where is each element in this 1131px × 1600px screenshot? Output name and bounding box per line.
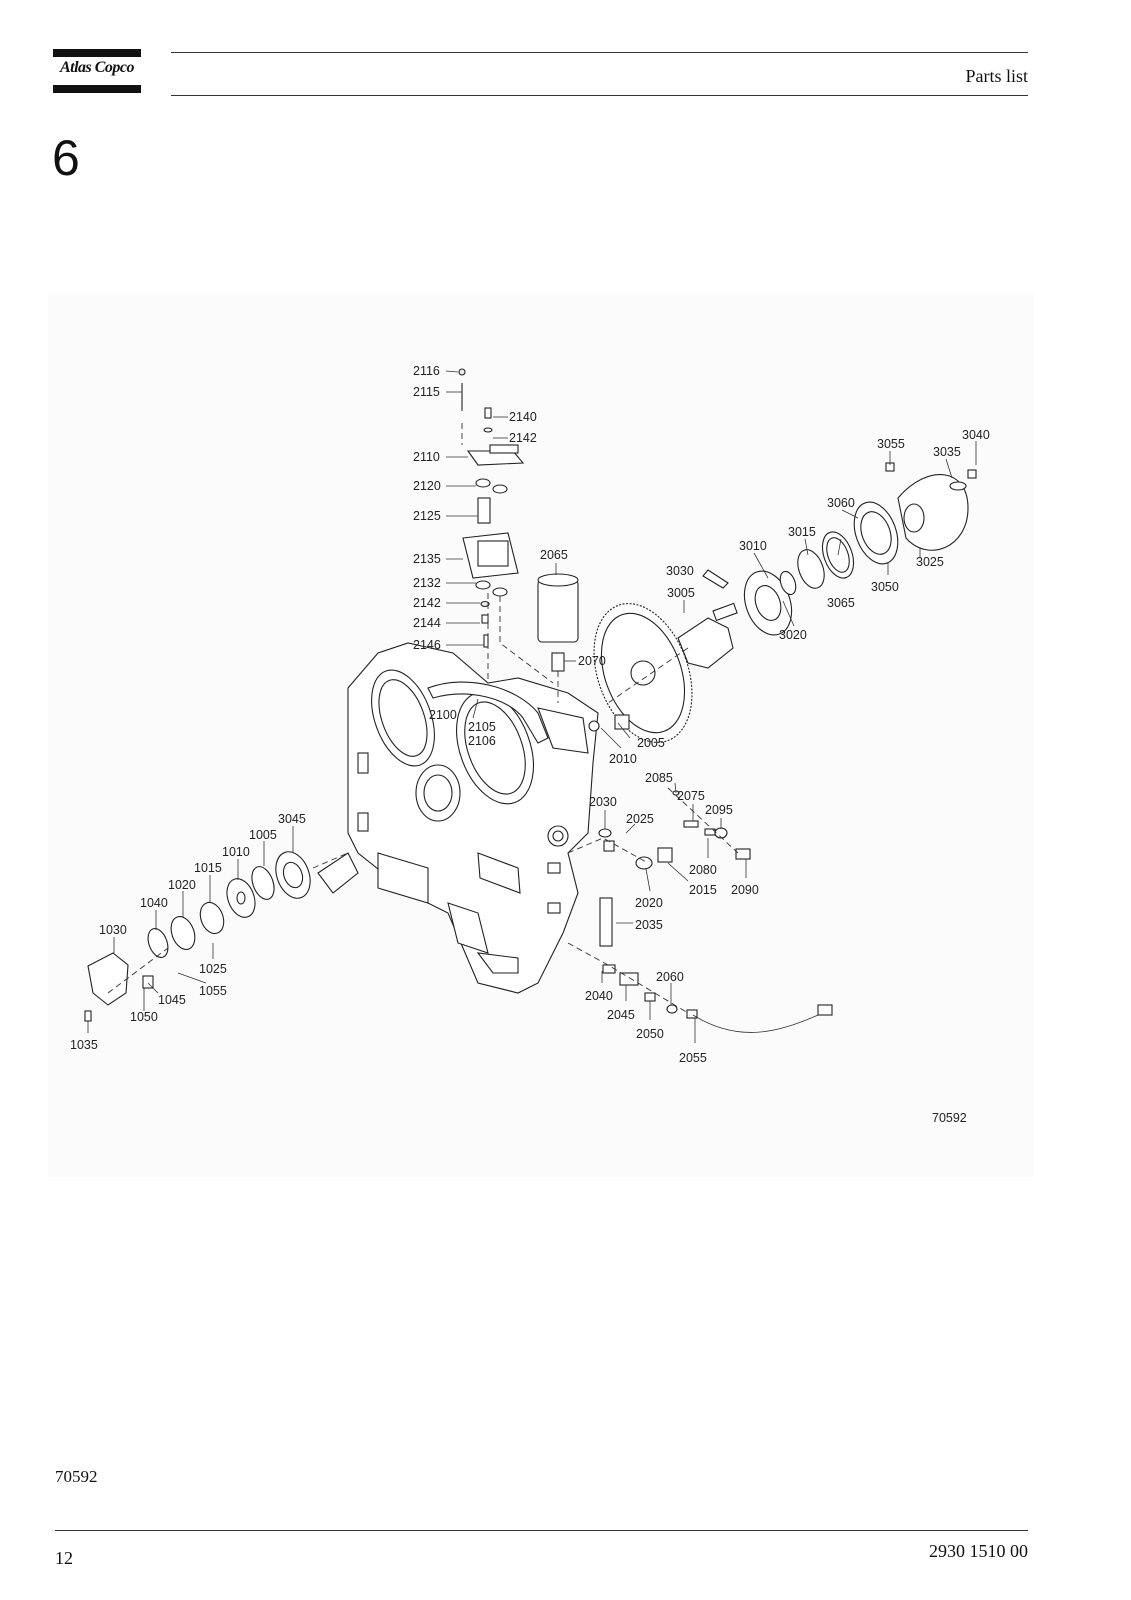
callout-1050: 1050 (130, 1010, 158, 1024)
callout-3045: 3045 (278, 812, 306, 826)
callout-3065: 3065 (827, 596, 855, 610)
callout-3035: 3035 (933, 445, 961, 459)
callout-3055: 3055 (877, 437, 905, 451)
callout-2045: 2045 (607, 1008, 635, 1022)
callout-3005: 3005 (667, 586, 695, 600)
callout-2125: 2125 (413, 509, 441, 523)
callout-2095: 2095 (705, 803, 733, 817)
breather-assembly (458, 368, 525, 648)
atlas-copco-logo: Atlas Copco (53, 49, 141, 94)
section-number: 6 (52, 130, 80, 186)
callout-2090: 2090 (731, 883, 759, 897)
callout-1045: 1045 (158, 993, 186, 1007)
right-small-parts (588, 714, 833, 1033)
reference-code: 70592 (55, 1467, 98, 1486)
callout-labels: 2116 2115 2140 2142 2110 2120 2125 2135 … (70, 364, 990, 1125)
callout-3030: 3030 (666, 564, 694, 578)
callout-2005: 2005 (637, 736, 665, 750)
callout-2144: 2144 (413, 616, 441, 630)
callout-1030: 1030 (99, 923, 127, 937)
callout-1035: 1035 (70, 1038, 98, 1052)
callout-3050: 3050 (871, 580, 899, 594)
callout-2025: 2025 (626, 812, 654, 826)
callout-2106: 2106 (468, 734, 496, 748)
callout-1055: 1055 (199, 984, 227, 998)
callout-2075: 2075 (677, 789, 705, 803)
callout-2142-bottom: 2142 (413, 596, 441, 610)
callout-2135: 2135 (413, 552, 441, 566)
header-rule-bottom (171, 95, 1028, 96)
shaft-group (677, 462, 977, 669)
callout-1020: 1020 (168, 878, 196, 892)
callout-2142-top: 2142 (509, 431, 537, 445)
page-number: 12 (55, 1548, 73, 1568)
callout-1025: 1025 (199, 962, 227, 976)
callout-2035: 2035 (635, 918, 663, 932)
left-bearing-group (84, 851, 311, 1022)
callout-2110: 2110 (413, 450, 440, 464)
callout-2146: 2146 (413, 638, 441, 652)
callout-2120: 2120 (413, 479, 441, 493)
callout-2015: 2015 (689, 883, 717, 897)
logo-bar-top (53, 49, 141, 57)
callout-2060: 2060 (656, 970, 684, 984)
callout-2116: 2116 (413, 364, 440, 378)
callout-2065: 2065 (540, 548, 568, 562)
callout-3060: 3060 (827, 496, 855, 510)
logo-bar-bottom (53, 85, 141, 93)
callout-2020: 2020 (635, 896, 663, 910)
assembly-lines (107, 423, 739, 1014)
gear-casing (317, 642, 599, 994)
callout-2080: 2080 (689, 863, 717, 877)
drawing-number: 70592 (932, 1111, 967, 1125)
callout-2030: 2030 (589, 795, 617, 809)
callout-2010: 2010 (609, 752, 637, 766)
callout-3040: 3040 (962, 428, 990, 442)
callout-2105: 2105 (468, 720, 496, 734)
callout-3020: 3020 (779, 628, 807, 642)
callout-2085: 2085 (645, 771, 673, 785)
header-rule-top (171, 52, 1028, 53)
leader-lines (87, 370, 977, 1043)
callout-3010: 3010 (739, 539, 767, 553)
oil-filter (537, 573, 579, 672)
callout-2055: 2055 (679, 1051, 707, 1065)
drawing-canvas: 2116 2115 2140 2142 2110 2120 2125 2135 … (70, 364, 990, 1125)
callout-2100: 2100 (429, 708, 457, 722)
callout-1040: 1040 (140, 896, 168, 910)
ring-gear (593, 603, 693, 743)
logo-wordmark: Atlas Copco (59, 59, 135, 76)
callout-2040: 2040 (585, 989, 613, 1003)
callout-2050: 2050 (636, 1027, 664, 1041)
document-number: 2930 1510 00 (929, 1541, 1028, 1561)
callout-1005: 1005 (249, 828, 277, 842)
callout-2115: 2115 (413, 385, 440, 399)
footer-rule (55, 1530, 1028, 1531)
oil-filter-head (537, 707, 589, 754)
callout-2070: 2070 (578, 654, 606, 668)
callout-2132: 2132 (413, 576, 441, 590)
callout-3015: 3015 (788, 525, 816, 539)
oil-pipe (427, 681, 549, 744)
header-title: Parts list (965, 66, 1028, 86)
exploded-parts-drawing: 2116 2115 2140 2142 2110 2120 2125 2135 … (48, 293, 1034, 1177)
callout-1015: 1015 (194, 861, 222, 875)
callout-1010: 1010 (222, 845, 250, 859)
callout-3025: 3025 (916, 555, 944, 569)
callout-2140: 2140 (509, 410, 537, 424)
